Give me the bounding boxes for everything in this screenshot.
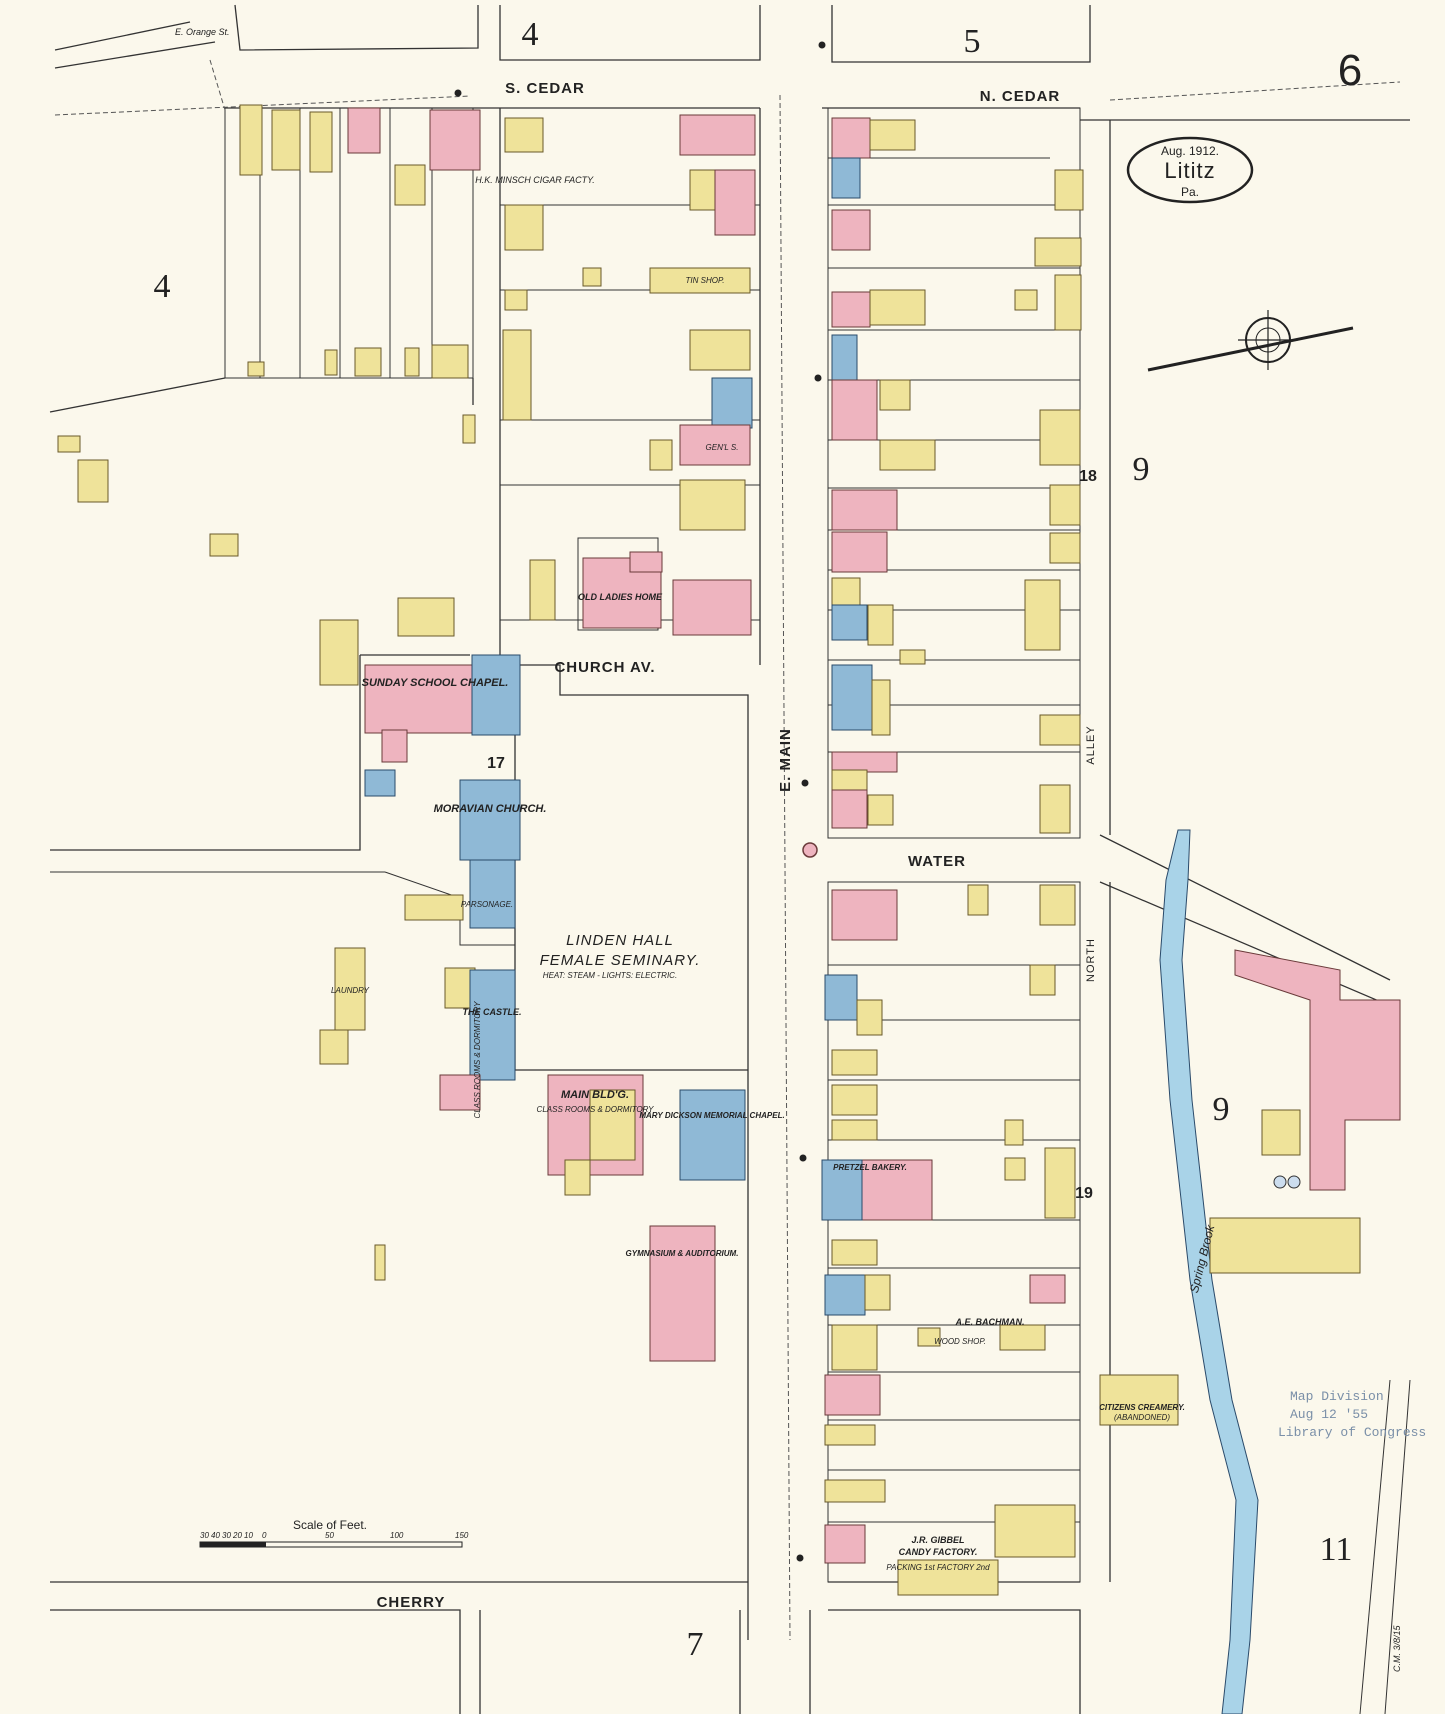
label-citizens-creamery: CITIZENS CREAMERY. [1099, 1403, 1185, 1412]
label-sunday-school: SUNDAY SCHOOL CHAPEL. [362, 677, 509, 689]
svg-text:40: 40 [211, 1531, 220, 1540]
label-moravian-church: MORAVIAN CHURCH. [434, 803, 547, 815]
fire-alarm-icon [802, 842, 818, 858]
scale-bar: Scale of Feet. 30 40 30 20 10 0 50 100 1… [199, 1518, 469, 1548]
tank-icon [1287, 1175, 1301, 1189]
label-tin-shop: TIN SHOP. [686, 276, 725, 285]
label-linden-heat: HEAT: STEAM - LIGHTS: ELECTRIC. [543, 971, 677, 980]
svg-text:Pa.: Pa. [1181, 185, 1199, 199]
svg-text:150: 150 [455, 1531, 469, 1540]
label-parsonage: PARSONAGE. [461, 900, 513, 909]
street-alley: ALLEY [1085, 725, 1097, 764]
label-female-seminary: FEMALE SEMINARY. [540, 952, 701, 969]
street-e-main: E. MAIN [777, 728, 794, 792]
adjacent-sheet-top-left: 4 [522, 16, 539, 53]
adjacent-sheet-left: 4 [154, 268, 171, 305]
block-number-18: 18 [1079, 468, 1097, 485]
label-packing: PACKING 1st FACTORY 2nd [886, 1563, 990, 1572]
street-cherry: CHERRY [377, 1594, 446, 1611]
label-candy-factory: CANDY FACTORY. [899, 1547, 978, 1557]
adjacent-sheet-right-mid: 9 [1133, 451, 1150, 488]
initials: C.M. 3/8/15 [1392, 1624, 1402, 1672]
library-stamp: Map Division Aug 12 '55 Library of Congr… [1278, 1389, 1426, 1440]
svg-text:10: 10 [244, 1531, 253, 1540]
label-old-ladies-home: OLD LADIES HOME [578, 592, 663, 602]
water-pipes [54, 59, 1401, 1641]
hydrant-markers [454, 41, 826, 1562]
adjacent-sheet-bottom-right: 11 [1320, 1531, 1353, 1568]
svg-text:Map Division: Map Division [1290, 1389, 1384, 1404]
block-number-19: 19 [1075, 1185, 1093, 1202]
street-church-av: CHURCH AV. [554, 659, 655, 676]
label-bachman: A.E. BACHMAN. [955, 1317, 1025, 1327]
svg-text:100: 100 [390, 1531, 404, 1540]
street-north-alley: NORTH [1085, 938, 1097, 982]
label-pretzel-bakery: PRETZEL BAKERY. [833, 1163, 907, 1172]
tank-icon [1273, 1175, 1287, 1189]
label-gibbel: J.R. GIBBEL [911, 1535, 964, 1545]
svg-text:50: 50 [325, 1531, 334, 1540]
svg-text:Aug 12 '55: Aug 12 '55 [1290, 1407, 1368, 1422]
street-water: WATER [908, 853, 966, 870]
compass-rose-icon [1147, 310, 1354, 372]
spring-brook [1159, 829, 1259, 1714]
svg-text:Scale of Feet.: Scale of Feet. [293, 1518, 367, 1532]
block-number-17: 17 [487, 755, 505, 772]
label-main-bldg: MAIN BLD'G. [561, 1089, 629, 1101]
label-class-rooms: CLASS ROOMS & DORMITORY [473, 1001, 482, 1119]
label-genl-s: GEN'L S. [706, 443, 739, 452]
label-gymnasium: GYMNASIUM & AUDITORIUM. [626, 1249, 739, 1258]
adjacent-sheet-bottom: 7 [687, 1626, 704, 1663]
label-the-castle: THE CASTLE. [462, 1007, 521, 1017]
svg-text:30: 30 [222, 1531, 231, 1540]
title-cartouche: Aug. 1912. Lititz Pa. [1126, 136, 1254, 204]
buildings [57, 104, 1401, 1596]
label-main-bldg-sub: CLASS ROOMS & DORMITORY [537, 1105, 655, 1114]
label-creamery-abandoned: (ABANDONED) [1114, 1413, 1170, 1422]
street-n-cedar: N. CEDAR [980, 88, 1061, 105]
street-e-orange: E. Orange St. [175, 27, 230, 37]
svg-text:30: 30 [200, 1531, 209, 1540]
svg-text:0: 0 [262, 1531, 267, 1540]
adjacent-sheet-right-lower: 9 [1213, 1091, 1230, 1128]
label-minsch: H.K. MINSCH CIGAR FACTY. [475, 175, 595, 185]
svg-text:Aug. 1912.: Aug. 1912. [1161, 144, 1219, 158]
svg-text:Library of Congress: Library of Congress [1278, 1425, 1426, 1440]
label-mary-dickson: MARY DICKSON MEMORIAL CHAPEL. [639, 1111, 784, 1120]
label-laundry: LAUNDRY [331, 986, 370, 995]
svg-text:Lititz: Lititz [1164, 158, 1215, 183]
svg-text:20: 20 [232, 1531, 242, 1540]
label-wood-shop: WOOD SHOP. [934, 1337, 986, 1346]
street-s-cedar: S. CEDAR [505, 80, 585, 97]
label-linden-hall: LINDEN HALL [566, 932, 674, 949]
adjacent-sheet-top-right: 5 [964, 23, 981, 60]
page-number: 6 [1338, 46, 1362, 95]
